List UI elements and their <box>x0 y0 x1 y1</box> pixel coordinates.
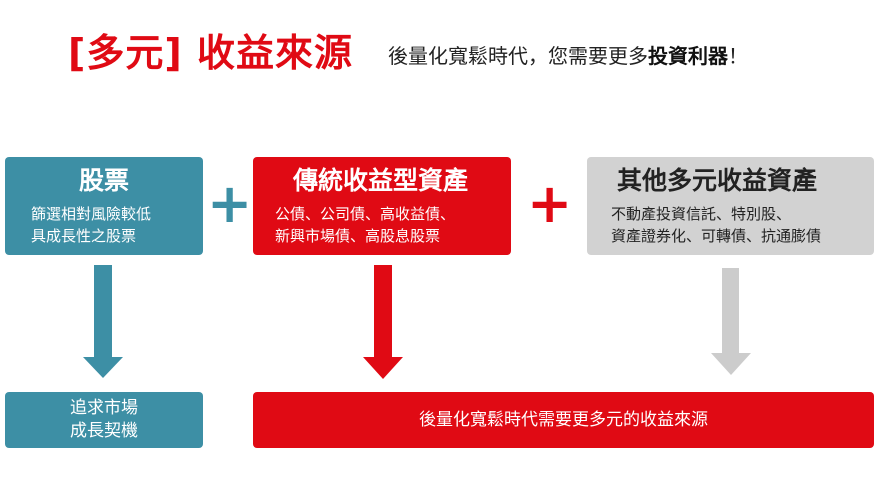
traditional-income-box-line-2: 新興市場債、高股息股票 <box>275 227 441 245</box>
stock-box-description: 篩選相對風險較低 具成長性之股票 <box>5 203 203 247</box>
subtitle-prefix: 後量化寬鬆時代，您需要更多 <box>388 44 648 68</box>
other-income-box-description: 不動產投資信託、特別股、 資產證券化、可轉債、抗通膨債 <box>611 203 874 247</box>
arrow-down-icon-gray <box>711 268 751 375</box>
other-income-box-line-1: 不動產投資信託、特別股、 <box>611 205 792 223</box>
arrow-down-icon-red <box>363 265 403 379</box>
page-subtitle: 後量化寬鬆時代，您需要更多投資利器！ <box>388 42 748 70</box>
traditional-income-box-line-1: 公債、公司債、高收益債、 <box>275 205 456 223</box>
growth-result-line-1: 追求市場 <box>70 398 138 418</box>
traditional-income-box: 傳統收益型資產 公債、公司債、高收益債、 新興市場債、高股息股票 <box>253 157 511 255</box>
stock-box-line-2: 具成長性之股票 <box>31 227 137 245</box>
stock-box-title: 股票 <box>78 166 129 195</box>
plus-icon-2: + <box>527 172 573 235</box>
growth-result-line-2: 成長契機 <box>70 421 138 441</box>
plus-icon-1: + <box>207 172 253 235</box>
other-income-box-title: 其他多元收益資產 <box>617 166 818 195</box>
other-income-box-line-2: 資產證券化、可轉債、抗通膨債 <box>611 227 822 245</box>
income-result-box: 後量化寬鬆時代需要更多元的收益來源 <box>253 392 874 448</box>
stock-box-line-1: 篩選相對風險較低 <box>31 205 152 223</box>
other-income-box: 其他多元收益資產 不動產投資信託、特別股、 資產證券化、可轉債、抗通膨債 <box>587 157 874 255</box>
subtitle-suffix: ！ <box>728 44 748 68</box>
stock-box: 股票 篩選相對風險較低 具成長性之股票 <box>5 157 203 255</box>
traditional-income-box-description: 公債、公司債、高收益債、 新興市場債、高股息股票 <box>275 203 511 247</box>
arrow-down-icon-teal <box>83 265 123 378</box>
growth-result-box: 追求市場 成長契機 <box>5 392 203 448</box>
subtitle-emphasis: 投資利器 <box>648 44 728 68</box>
traditional-income-box-title: 傳統收益型資產 <box>293 166 469 195</box>
page-title: [多元] 收益來源 <box>68 31 353 75</box>
